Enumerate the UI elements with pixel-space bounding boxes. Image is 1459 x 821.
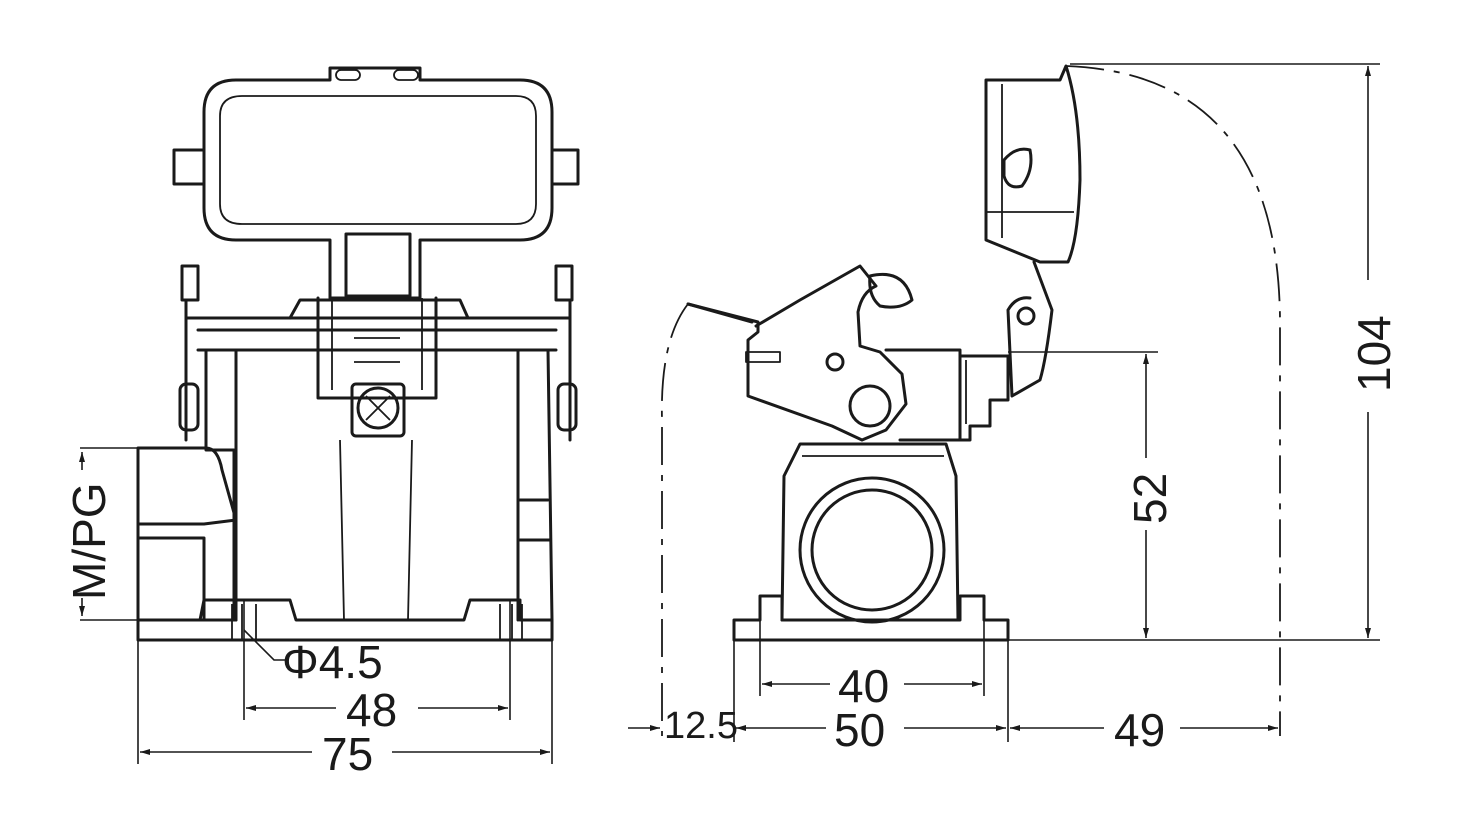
dim-lever-overhang-label: 12.5 <box>664 705 738 747</box>
front-dimensions: M/PG Φ4.5 48 75 <box>63 447 553 780</box>
dim-height-total-label: 104 <box>1348 315 1400 392</box>
front-lid <box>172 66 580 300</box>
side-view: 104 52 40 50 12.5 49 <box>628 63 1400 756</box>
front-housing <box>136 348 554 642</box>
front-screw <box>350 382 406 438</box>
dim-width-label: 75 <box>322 728 373 780</box>
dim-cover-swing-label: 49 <box>1114 704 1165 756</box>
dim-height-body-label: 52 <box>1124 473 1176 524</box>
side-dimensions: 104 52 40 50 12.5 49 <box>628 63 1400 756</box>
dim-base-length-label: 50 <box>834 704 885 756</box>
side-lever <box>686 264 914 442</box>
front-locking-bracket <box>178 264 578 442</box>
dim-thread-label: M/PG <box>63 482 115 600</box>
dim-hole-label: Φ4.5 <box>282 636 383 688</box>
dim-hole-spacing-label: 48 <box>346 684 397 736</box>
side-cover <box>984 64 1082 398</box>
dim-hole-spacing-side-label: 40 <box>838 660 889 712</box>
side-housing <box>732 348 1010 642</box>
side-swing-arcs <box>660 65 1281 736</box>
front-view: M/PG Φ4.5 48 75 <box>63 66 580 780</box>
